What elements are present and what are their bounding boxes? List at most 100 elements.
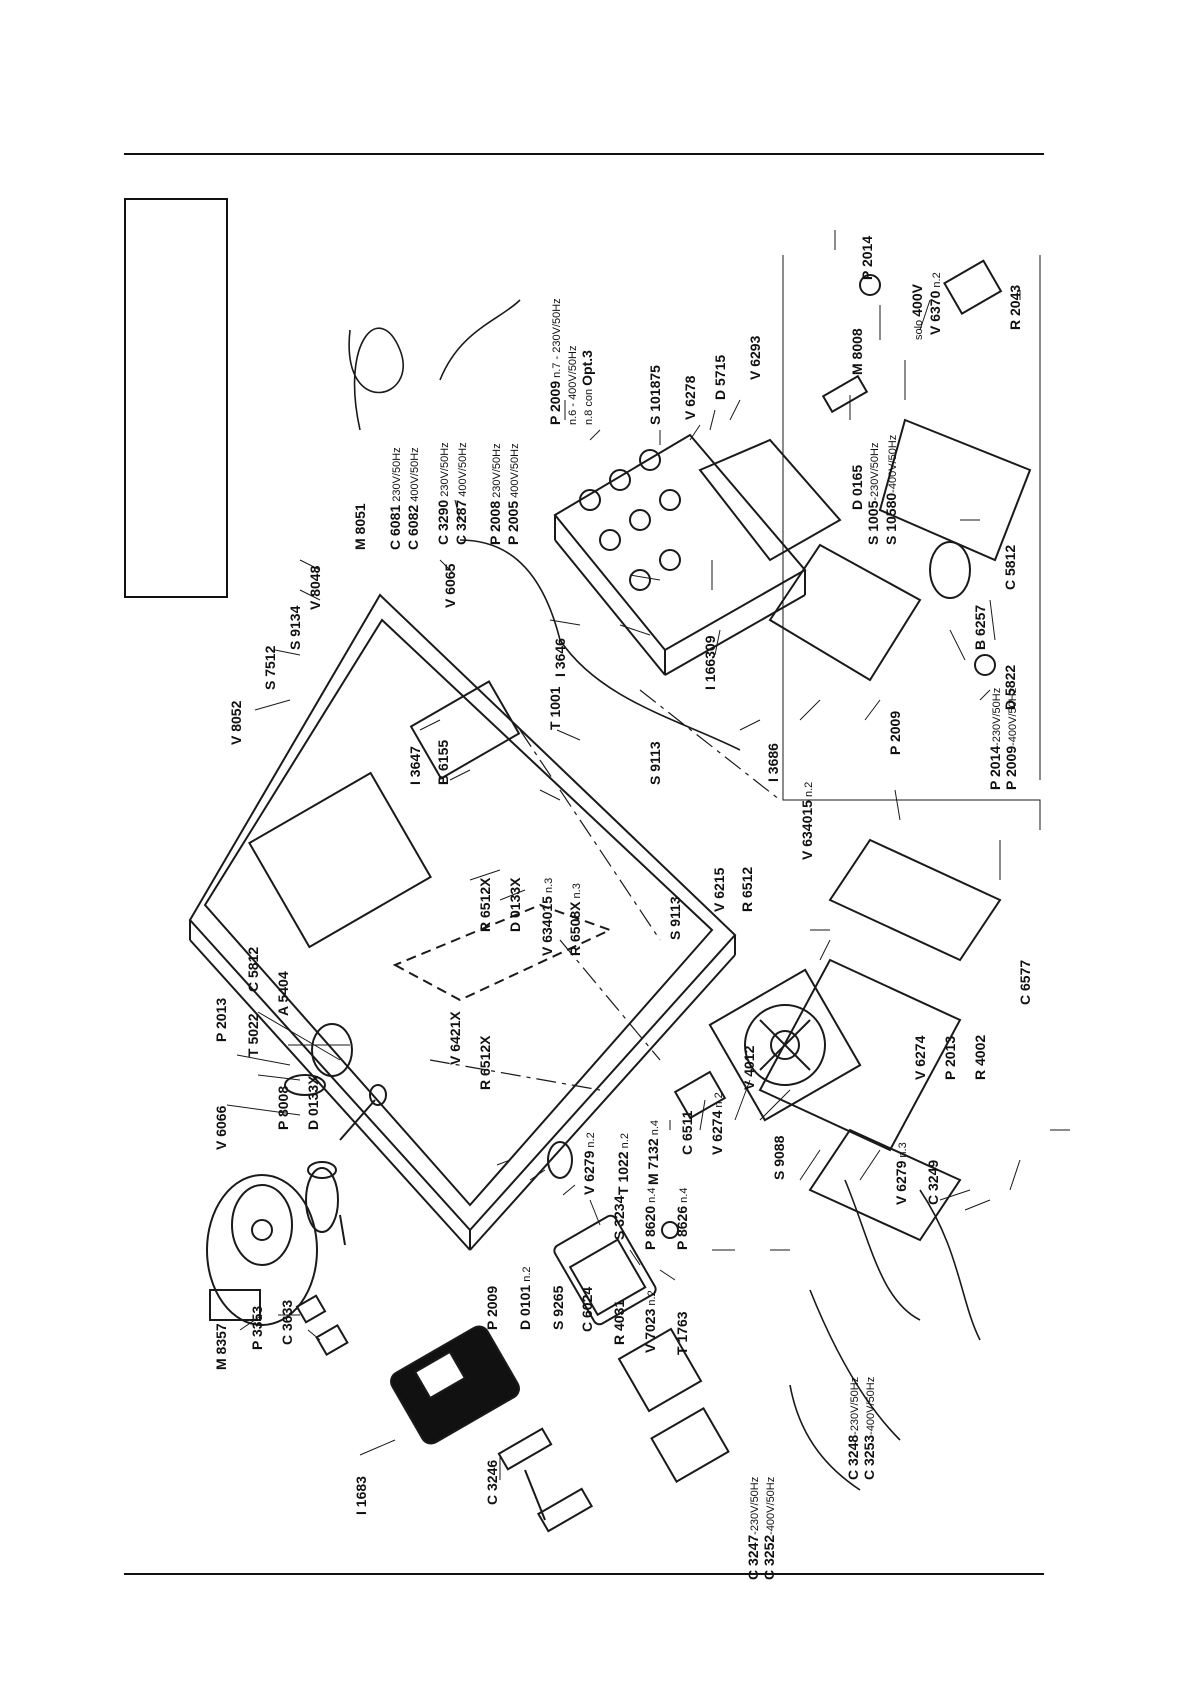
part-label-m8008: M 8008 bbox=[849, 328, 865, 375]
part-label-c6024: C 6024 bbox=[579, 1287, 595, 1332]
part-label-i3646: I 3646 bbox=[552, 638, 568, 677]
part-label-c6082: C 6082 400V/50Hz bbox=[405, 447, 421, 550]
part-label-m8051: M 8051 bbox=[352, 503, 368, 550]
part-label-c3249: C 3249 bbox=[925, 1160, 941, 1205]
part-label-c5812a: C 5812 bbox=[245, 947, 261, 992]
part-label-t5022: T 5022 bbox=[245, 1013, 261, 1057]
part-label-r6508x: R 6508X n.3 bbox=[567, 883, 583, 956]
part-label-v6215: V 6215 bbox=[711, 867, 727, 912]
cables-drawing bbox=[348, 299, 981, 1491]
part-label-s10580: S 10580-400V/50Hz bbox=[883, 435, 899, 545]
fan-drawing bbox=[673, 838, 1002, 1242]
part-label-v6278: V 6278 bbox=[682, 375, 698, 420]
part-label-a5404: A 5404 bbox=[275, 971, 291, 1016]
part-label-c6511: C 6511 bbox=[679, 1110, 695, 1155]
part-label-v7023: V 7023 n.2 bbox=[642, 1290, 658, 1353]
part-label-r6512xa: R 6512X bbox=[477, 1035, 493, 1090]
top-rule bbox=[124, 153, 1044, 155]
part-label-m8357: M 8357 bbox=[213, 1323, 229, 1370]
part-label-p2014b: P 2014-230V/50Hz bbox=[987, 688, 1003, 790]
part-label-p2009c_1: P 2009 n.7 - 230V/50Hz bbox=[547, 298, 563, 425]
part-labels: V 6066 P 2013 T 5022 C 5812 A 5404 M 8357 P 33… bbox=[213, 236, 1033, 1580]
part-label-b6155: B 6155 bbox=[435, 740, 451, 785]
part-label-p2009b: P 2009 bbox=[887, 711, 903, 755]
part-label-t1001: T 1001 bbox=[547, 686, 563, 730]
part-label-m7132: M 7132 n.4 bbox=[645, 1120, 661, 1185]
part-label-c6577: C 6577 bbox=[1017, 960, 1033, 1005]
part-label-p8626: P 8626 n.4 bbox=[674, 1188, 690, 1250]
part-label-v6293: V 6293 bbox=[747, 335, 763, 380]
part-label-r6512: R 6512 bbox=[739, 867, 755, 912]
part-label-s9113a: S 9113 bbox=[667, 896, 683, 940]
part-label-r6512xb: R 6512X bbox=[477, 877, 493, 932]
part-label-v6370: V 6370 n.2 bbox=[927, 272, 943, 335]
part-label-s9134: S 9134 bbox=[287, 605, 303, 650]
control-panel-drawing bbox=[390, 1141, 730, 1533]
part-label-i1683: I 1683 bbox=[353, 1476, 369, 1515]
part-label-v8048: V 8048 bbox=[307, 565, 323, 610]
part-label-s9113b: S 9113 bbox=[647, 741, 663, 785]
part-label-s1005: S 1005-230V/50Hz bbox=[865, 443, 881, 545]
part-label-d5822: D 5822 bbox=[1002, 665, 1018, 710]
bottom-rule bbox=[124, 1573, 1044, 1575]
part-label-c3247: C 3247-230V/50Hz bbox=[745, 1477, 761, 1580]
part-label-p8008: P 8008 bbox=[275, 1086, 291, 1130]
part-label-i3686: I 3686 bbox=[765, 743, 781, 782]
part-label-i166309: I 166309 bbox=[702, 635, 718, 690]
part-label-d0165: D 0165 bbox=[849, 465, 865, 510]
part-label-d0101: D 0101 n.2 bbox=[517, 1266, 533, 1330]
part-label-c3290: C 3290 230V/50Hz bbox=[435, 442, 451, 545]
part-label-c3252: C 3252-400V/50Hz bbox=[761, 1477, 777, 1580]
part-label-v6065: V 6065 bbox=[442, 563, 458, 608]
electrical-box-drawing bbox=[553, 259, 1032, 682]
part-label-s7512: S 7512 bbox=[262, 645, 278, 690]
part-label-s9088: S 9088 bbox=[771, 1135, 787, 1180]
part-label-p3353: P 3353 bbox=[249, 1306, 265, 1350]
chassis-drawing bbox=[188, 593, 781, 1251]
title-box bbox=[124, 198, 228, 598]
part-label-d0133xa: D 0133X bbox=[305, 1075, 321, 1130]
part-label-s9265: S 9265 bbox=[550, 1285, 566, 1330]
part-label-c3633: C 3633 bbox=[279, 1300, 295, 1345]
part-label-c3253: C 3253-400V/50Hz bbox=[861, 1377, 877, 1480]
leader-lines bbox=[226, 230, 1070, 1480]
part-label-i3647: I 3647 bbox=[407, 746, 423, 785]
part-label-p2009c_3: n.8 con Opt.3 bbox=[579, 350, 595, 425]
part-label-p2013a: P 2013 bbox=[213, 998, 229, 1042]
part-label-v6274a: V 6274 n.2 bbox=[709, 1092, 725, 1155]
motor-drawing bbox=[206, 1023, 387, 1357]
part-label-r4002: R 4002 bbox=[972, 1035, 988, 1080]
part-label-p2014: P 2014 bbox=[859, 236, 875, 280]
part-label-v8052: V 8052 bbox=[228, 700, 244, 745]
part-label-c3248: C 3248-230V/50Hz bbox=[845, 1377, 861, 1480]
part-label-p2013b: P 2013 bbox=[942, 1036, 958, 1080]
part-label-v6274b: V 6274 bbox=[912, 1035, 928, 1080]
part-label-d5715: D 5715 bbox=[712, 355, 728, 400]
part-label-p2008: P 2008 230V/50Hz bbox=[487, 443, 503, 545]
part-label-v4012: V 4012 bbox=[741, 1045, 757, 1090]
part-label-t1763: T 1763 bbox=[674, 1311, 690, 1355]
part-label-v6066: V 6066 bbox=[213, 1105, 229, 1150]
part-label-c5812b: C 5812 bbox=[1002, 545, 1018, 590]
part-label-r4031: R 4031 bbox=[611, 1300, 627, 1345]
part-label-p8620: P 8620 n.4 bbox=[642, 1188, 658, 1250]
part-label-c3287: C 3287 400V/50Hz bbox=[453, 442, 469, 545]
part-label-p2009a: P 2009 bbox=[484, 1286, 500, 1330]
part-label-s3234: S 3234 bbox=[611, 1195, 627, 1240]
part-label-p2005: P 2005 400V/50Hz bbox=[505, 443, 521, 545]
part-label-p2009d: P 2009-400V/50Hz bbox=[1003, 688, 1019, 790]
part-label-p2009c_2: n.6 - 400V/50Hz bbox=[567, 346, 579, 426]
part-label-r2043: R 2043 bbox=[1007, 285, 1023, 330]
part-label-solo400v: solo 400V bbox=[909, 283, 925, 340]
part-label-b6257: B 6257 bbox=[972, 605, 988, 650]
part-label-d0133xb: D 0133X bbox=[507, 877, 523, 932]
part-label-v634015b: V 634015 n.2 bbox=[799, 782, 815, 860]
part-label-t1022: T 1022 n.2 bbox=[615, 1133, 631, 1195]
part-label-v6279a: V 6279 n.2 bbox=[581, 1132, 597, 1195]
part-label-v6421x: V 6421X bbox=[447, 1011, 463, 1065]
part-label-v6279b: V 6279 n.3 bbox=[893, 1142, 909, 1205]
part-label-c3246: C 3246 bbox=[484, 1460, 500, 1505]
part-label-v634015a: V 634015 n.3 bbox=[539, 878, 555, 956]
part-label-c6081: C 6081 230V/50Hz bbox=[387, 447, 403, 550]
